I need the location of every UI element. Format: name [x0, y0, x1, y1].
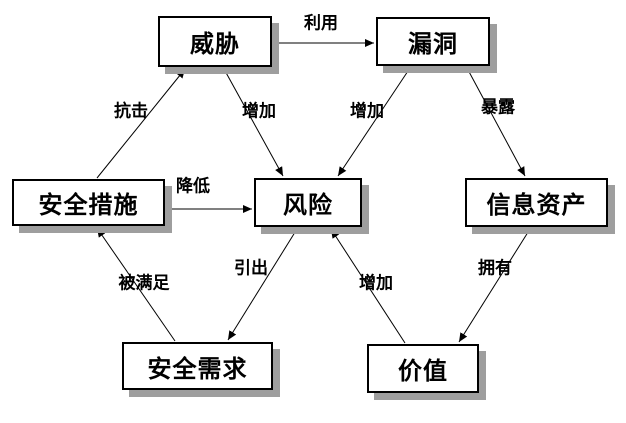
edge-line-expose	[466, 67, 526, 177]
node-value: 价值	[367, 344, 479, 393]
node-risk: 风险	[254, 178, 362, 227]
edge-line-increase-value-risk	[330, 228, 406, 344]
node-threat: 威胁	[158, 16, 272, 67]
edge-label-reduce: 降低	[176, 176, 210, 197]
node-security-requirements: 安全需求	[122, 342, 273, 390]
edge-label-increase-threat-risk: 增加	[242, 101, 276, 122]
node-information-assets: 信息资产	[465, 178, 608, 227]
edge-label-resist: 抗击	[114, 101, 148, 122]
edge-label-derive: 引出	[234, 258, 268, 279]
edge-label-increase-vuln-risk: 增加	[350, 101, 384, 122]
node-vulnerability: 漏洞	[376, 17, 490, 66]
node-security-measures: 安全措施	[12, 179, 165, 226]
edge-label-possess: 拥有	[478, 258, 512, 279]
edge-label-expose: 暴露	[481, 97, 515, 118]
edge-line-resist	[96, 68, 186, 179]
edge-label-increase-value-risk: 增加	[359, 273, 393, 294]
edge-line-increase-threat-risk	[223, 68, 284, 177]
edge-line-possess	[458, 228, 531, 343]
edge-line-satisfied-by	[96, 227, 176, 342]
edge-label-exploit: 利用	[304, 13, 338, 34]
edge-line-increase-vuln-risk	[337, 67, 411, 177]
edge-label-satisfied-by: 被满足	[118, 273, 170, 294]
edge-line-derive	[227, 228, 298, 341]
